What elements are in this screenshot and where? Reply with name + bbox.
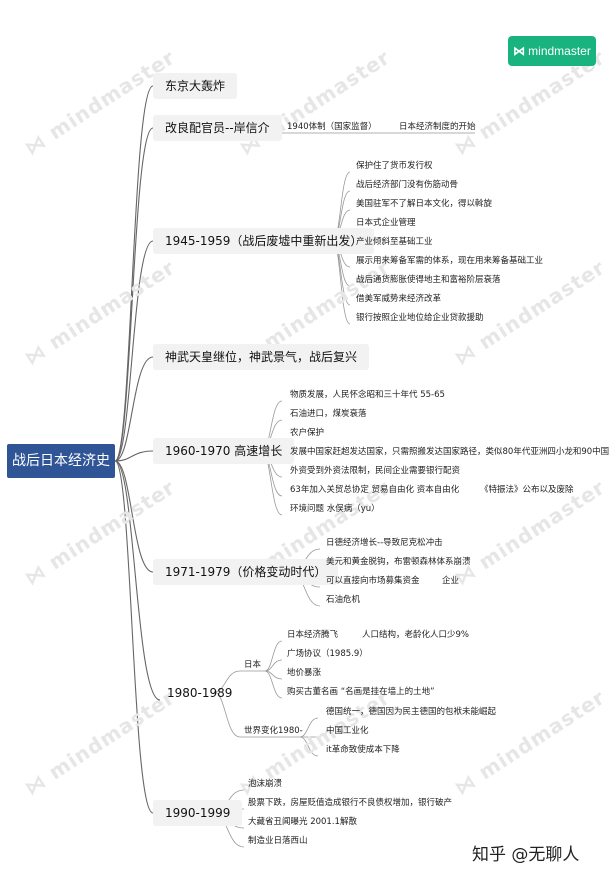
subtopic[interactable]: 物质发展，人民怀念昭和三十年代 55-65 — [290, 390, 445, 400]
subtopic[interactable]: it革命致使成本下降 — [326, 745, 400, 755]
subtopic[interactable]: 日本式企业管理 — [356, 218, 416, 228]
connector-line — [213, 691, 241, 738]
connector-line — [114, 460, 154, 814]
subtopic[interactable]: 银行按照企业地位给企业贷款援助 — [356, 313, 484, 323]
connector-line — [114, 356, 154, 462]
branch-1971-1979[interactable]: 1971-1979（价格变动时代） — [153, 559, 339, 585]
subtopic[interactable]: 《特振法》公布以及废除 — [480, 485, 574, 495]
subtopic[interactable]: 可以直接向市场募集资金 — [326, 576, 420, 586]
group-japan[interactable]: 日本 — [244, 660, 262, 670]
subtopic[interactable]: 产业倾斜至基础工业 — [356, 237, 433, 247]
subtopic[interactable]: 股票下跌，房屋贬值造成银行不良债权增加，银行破产 — [248, 798, 453, 808]
subtopic[interactable]: 日德经济增长--导致尼克松冲击 — [326, 538, 443, 548]
subtopic[interactable]: 制造业日落西山 — [248, 836, 308, 846]
subtopic[interactable]: 展示用来筹备军需的体系，现在用来筹备基础工业 — [356, 256, 544, 266]
footer-credit: 知乎 @无聊人 — [472, 845, 580, 865]
subtopic[interactable]: 企业 — [442, 576, 460, 586]
subtopic[interactable]: 发展中国家赶超发达国家，只需照搬发达国家路径，类似80年代亚洲四小龙和90中国 — [290, 447, 609, 457]
branch-tokyo-bombing[interactable]: 东京大轰炸 — [153, 73, 238, 99]
connector-line — [264, 670, 283, 699]
connector-line — [213, 670, 241, 693]
subtopic[interactable]: 大藏省丑闻曝光 2001.1解散 — [248, 817, 357, 827]
connector-line — [114, 240, 154, 462]
subtopic[interactable]: 中国工业化 — [326, 726, 369, 736]
subtopic[interactable]: 购买古董名画 “名画是挂在墙上的土地” — [287, 687, 435, 697]
brand-badge[interactable]: ⋈mindmaster — [508, 36, 596, 66]
subtopic[interactable]: 63年加入关贸总协定 贸易自由化 资本自由化 — [290, 485, 460, 495]
subtopic[interactable]: 泡沫崩溃 — [248, 779, 283, 789]
subtopic[interactable]: 德国统一，德国因为民主德国的包袱未能崛起 — [326, 707, 497, 717]
subtopic[interactable]: 石油进口，煤炭衰落 — [290, 409, 367, 419]
subtopic[interactable]: 战后经济部门没有伤筋动骨 — [356, 180, 459, 190]
connector-line — [264, 659, 283, 672]
subtopic[interactable]: 农户保护 — [290, 428, 325, 438]
branch-1960-1970[interactable]: 1960-1970 高速增长 — [153, 438, 295, 464]
subtopic[interactable]: 日本经济腾飞 — [287, 630, 339, 640]
connector-line — [264, 640, 283, 672]
brand-label: mindmaster — [528, 44, 591, 58]
subtopic[interactable]: 石油危机 — [326, 595, 361, 605]
branch-kishi[interactable]: 改良配官员--岸信介 — [153, 115, 282, 141]
branch-1945-1959[interactable]: 1945-1959（战后废墟中重新出发） — [153, 228, 375, 254]
mindmaster-logo-icon: ⋈ — [513, 44, 526, 58]
branch-1990-1999[interactable]: 1990-1999 — [153, 800, 243, 826]
subtopic[interactable]: 美元和黄金脱钩，布雷顿森林体系崩溃 — [326, 557, 471, 567]
subtopic[interactable]: 人口结构，老龄化人口少9% — [362, 630, 469, 640]
subtopic[interactable]: 日本经济制度的开始 — [399, 122, 476, 132]
branch-1980-1989[interactable]: 1980-1989 — [167, 686, 233, 700]
root-topic[interactable]: 战后日本经济史 — [7, 444, 115, 478]
subtopic[interactable]: 美国驻军不了解日本文化，得以斡旋 — [356, 199, 493, 209]
subtopic[interactable]: 保护住了货币发行权 — [356, 161, 433, 171]
subtopic[interactable]: 借美军威势来经济改革 — [356, 294, 442, 304]
subtopic[interactable]: 1940体制（国家监督） — [287, 122, 377, 132]
connector-line — [114, 450, 154, 462]
subtopic[interactable]: 环境问题 水俣病（yu） — [290, 504, 380, 514]
branch-jimmu-boom[interactable]: 神武天皇继位，神武景气，战后复兴 — [153, 344, 370, 370]
subtopic[interactable]: 广场协议（1985.9） — [287, 649, 368, 659]
group-world-change[interactable]: 世界变化1980- — [244, 726, 303, 736]
subtopic[interactable]: 外资受到外资法限制，民间企业需要银行配资 — [290, 466, 461, 476]
connector-line — [114, 460, 161, 701]
subtopic[interactable]: 地价暴涨 — [287, 668, 322, 678]
subtopic[interactable]: 战后通货膨胀使得地主和富裕阶层衰落 — [356, 275, 501, 285]
